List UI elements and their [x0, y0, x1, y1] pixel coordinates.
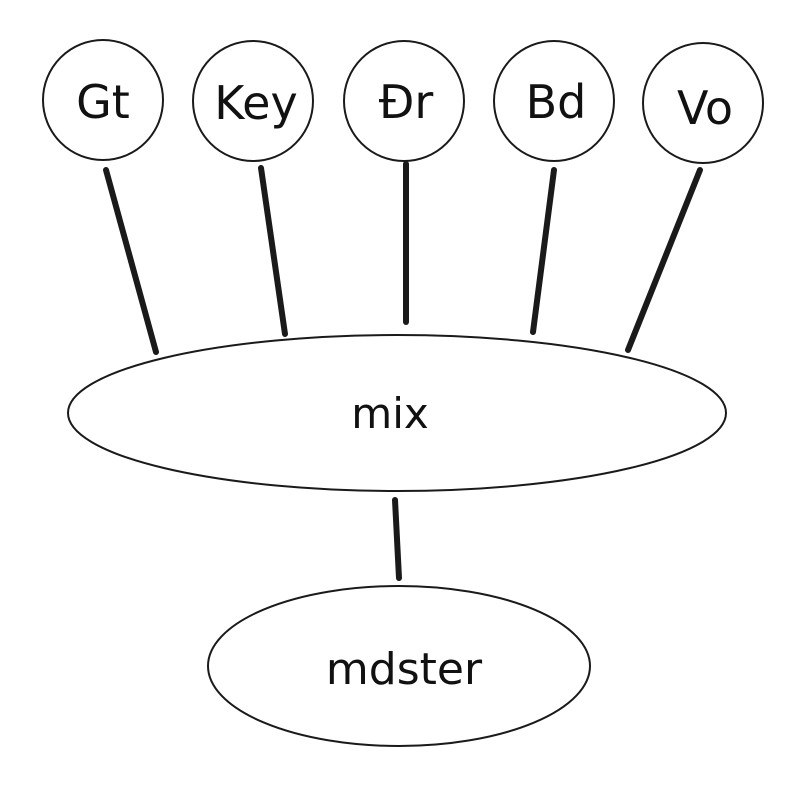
node-gt-label: Gt [76, 75, 130, 129]
node-gt: Gt [42, 39, 164, 161]
node-vo-label: Vo [677, 81, 733, 135]
node-key-label: Key [214, 76, 297, 130]
node-dr-label: Đr [379, 75, 434, 129]
node-bd: Bd [493, 40, 615, 162]
node-mix-ellipse [67, 334, 727, 492]
node-mix: mix [67, 334, 727, 492]
edge-bd-to-mix [530, 167, 557, 335]
node-vo-circle [642, 42, 764, 164]
node-bd-circle [493, 40, 615, 162]
node-bd-label: Bd [526, 75, 587, 129]
node-master-ellipse [207, 585, 591, 747]
node-key-circle [192, 40, 314, 162]
node-gt-circle [42, 39, 164, 161]
edge-mix-to-master [392, 497, 402, 581]
edge-vo-to-mix [625, 167, 703, 353]
node-key: Key [192, 40, 314, 162]
node-dr-circle [343, 40, 465, 162]
node-master-label: mdster [326, 644, 483, 695]
edge-gt-to-mix [103, 167, 159, 355]
edge-key-to-mix [258, 165, 288, 337]
node-mix-label: mix [351, 389, 428, 438]
node-master: mdster [207, 585, 591, 747]
node-dr: Đr [343, 40, 465, 162]
node-vo: Vo [642, 42, 764, 164]
